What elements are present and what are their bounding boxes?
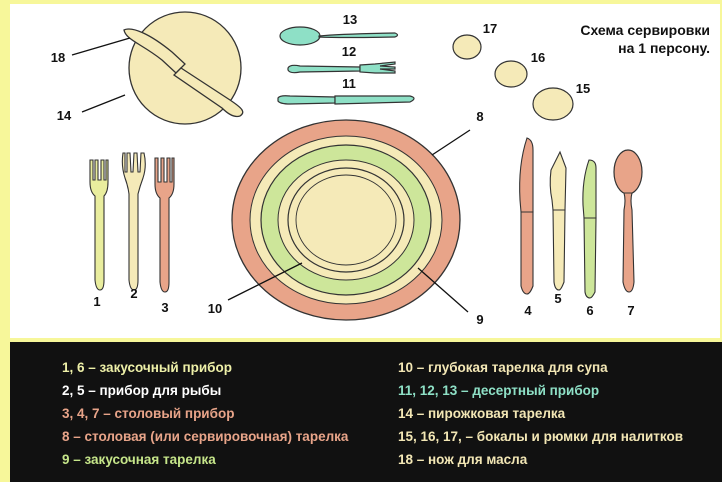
label-9: 9 [476, 312, 483, 327]
soup-plate-well [296, 175, 396, 265]
legend-item-dinner-set: 3, 4, 7 – столовый прибор [62, 406, 234, 421]
plate-stack [232, 120, 460, 320]
legend-item-glasses: 15, 16, 17, – бокалы и рюмки для налитко… [398, 429, 683, 444]
appetizer-fork [90, 160, 108, 290]
label-4: 4 [524, 303, 532, 318]
legend-item-dessert-set: 11, 12, 13 – десертный прибор [398, 383, 599, 398]
label-3: 3 [161, 300, 168, 315]
dinner-knife [520, 138, 533, 294]
label-13: 13 [343, 12, 357, 27]
title-line-2: на 1 персону. [618, 40, 710, 56]
appetizer-knife [583, 160, 596, 298]
dessert-fork [288, 62, 395, 73]
label-16: 16 [531, 50, 545, 65]
label-18: 18 [51, 50, 65, 65]
legend-item-appetizer-set: 1, 6 – закусочный прибор [62, 360, 232, 375]
glass-16 [495, 61, 527, 87]
label-1: 1 [93, 294, 100, 309]
legend-item-fish-set: 2, 5 – прибор для рыбы [62, 383, 221, 398]
legend-item-bread-plate: 14 – пирожковая тарелка [398, 406, 565, 421]
dinner-spoon [614, 150, 642, 292]
label-15: 15 [576, 81, 590, 96]
label-7: 7 [627, 303, 634, 318]
label-17: 17 [483, 21, 497, 36]
label-6: 6 [586, 303, 593, 318]
label-5: 5 [554, 291, 561, 306]
dinner-fork [155, 158, 174, 292]
dessert-knife [278, 96, 414, 104]
legend-panel: 1, 6 – закусочный прибор 2, 5 – прибор д… [10, 342, 722, 482]
legend-item-dinner-plate: 8 – столовая (или сервировочная) тарелка [62, 429, 348, 444]
label-10: 10 [208, 301, 222, 316]
label-8: 8 [476, 109, 483, 124]
label-11: 11 [342, 76, 356, 91]
label-2: 2 [130, 286, 137, 301]
label-14: 14 [57, 108, 72, 123]
legend-item-appetizer-plate: 9 – закусочная тарелка [62, 452, 216, 467]
label-12: 12 [342, 44, 356, 59]
glass-15 [533, 88, 573, 120]
legend-item-butter-knife: 18 – нож для масла [398, 452, 527, 467]
title-line-1: Схема сервировки [580, 22, 710, 38]
fish-fork [122, 153, 145, 290]
glass-17 [453, 35, 481, 59]
legend-item-soup-plate: 10 – глубокая тарелка для супа [398, 360, 608, 375]
fish-knife [550, 152, 566, 290]
dessert-spoon [280, 27, 398, 45]
